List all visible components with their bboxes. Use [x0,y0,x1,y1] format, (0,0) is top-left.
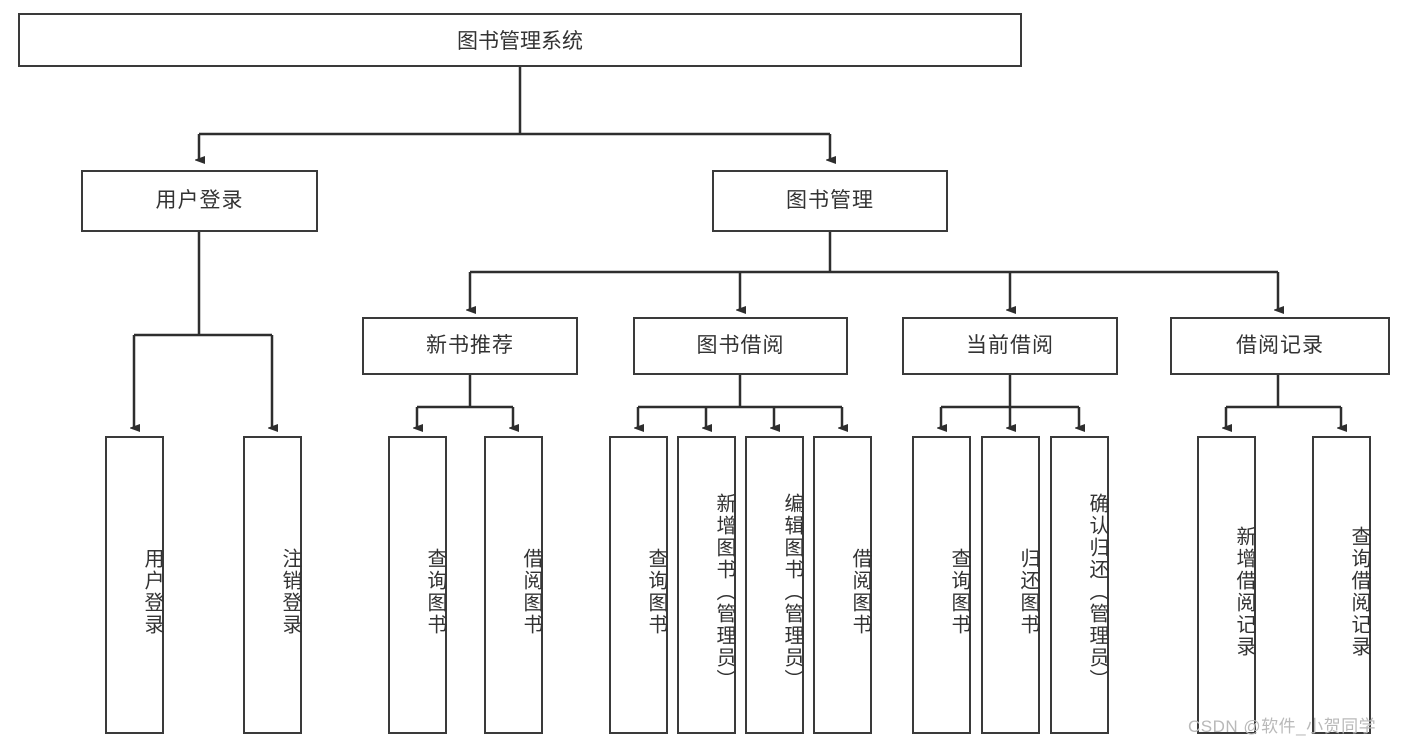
node-label: 编辑图书（管理员） [781,493,803,691]
node-root-system[interactable]: 图书管理系统 [18,13,1022,67]
node-label: 查询图书 [948,548,970,636]
leaf-user-login-signout[interactable]: 注销登录 [243,436,302,734]
leaf-record-add-record[interactable]: 新增借阅记录 [1197,436,1256,734]
node-label: 注销登录 [279,548,301,636]
node-label: 图书管理 [786,189,874,213]
leaf-current-confirm-return-admin[interactable]: 确认归还（管理员） [1050,436,1109,734]
node-book-borrow[interactable]: 图书借阅 [633,317,848,375]
node-label: 查询借阅记录 [1348,526,1370,658]
node-label: 借阅图书 [520,548,542,636]
node-label: 查询图书 [645,548,667,636]
leaf-borrow-add-book-admin[interactable]: 新增图书（管理员） [677,436,736,734]
node-label: 借阅记录 [1236,334,1324,358]
leaf-current-query-book[interactable]: 查询图书 [912,436,971,734]
leaf-user-login-signin[interactable]: 用户登录 [105,436,164,734]
leaf-current-return-book[interactable]: 归还图书 [981,436,1040,734]
leaf-borrow-borrow-book[interactable]: 借阅图书 [813,436,872,734]
csdn-watermark: CSDN @软件_小贺同学 [1188,717,1377,736]
node-borrow-record[interactable]: 借阅记录 [1170,317,1390,375]
node-label: 当前借阅 [966,334,1054,358]
leaf-recommend-query-book[interactable]: 查询图书 [388,436,447,734]
leaf-recommend-borrow-book[interactable]: 借阅图书 [484,436,543,734]
node-new-book-recommend[interactable]: 新书推荐 [362,317,578,375]
node-label: 新增图书（管理员） [713,493,735,691]
node-label: 新书推荐 [426,334,514,358]
node-book-management[interactable]: 图书管理 [712,170,948,232]
node-label: 借阅图书 [849,548,871,636]
leaf-borrow-edit-book-admin[interactable]: 编辑图书（管理员） [745,436,804,734]
leaf-borrow-query-book[interactable]: 查询图书 [609,436,668,734]
node-current-borrow[interactable]: 当前借阅 [902,317,1118,375]
node-label: 确认归还（管理员） [1086,493,1108,691]
node-label: 归还图书 [1017,548,1039,636]
node-label: 用户登录 [155,189,244,213]
leaf-record-query-record[interactable]: 查询借阅记录 [1312,436,1371,734]
node-label: 图书管理系统 [457,30,583,53]
node-label: 用户登录 [141,548,163,636]
node-label: 查询图书 [424,548,446,636]
node-label: 新增借阅记录 [1233,526,1255,658]
node-label: 图书借阅 [696,334,785,358]
node-user-login[interactable]: 用户登录 [81,170,318,232]
